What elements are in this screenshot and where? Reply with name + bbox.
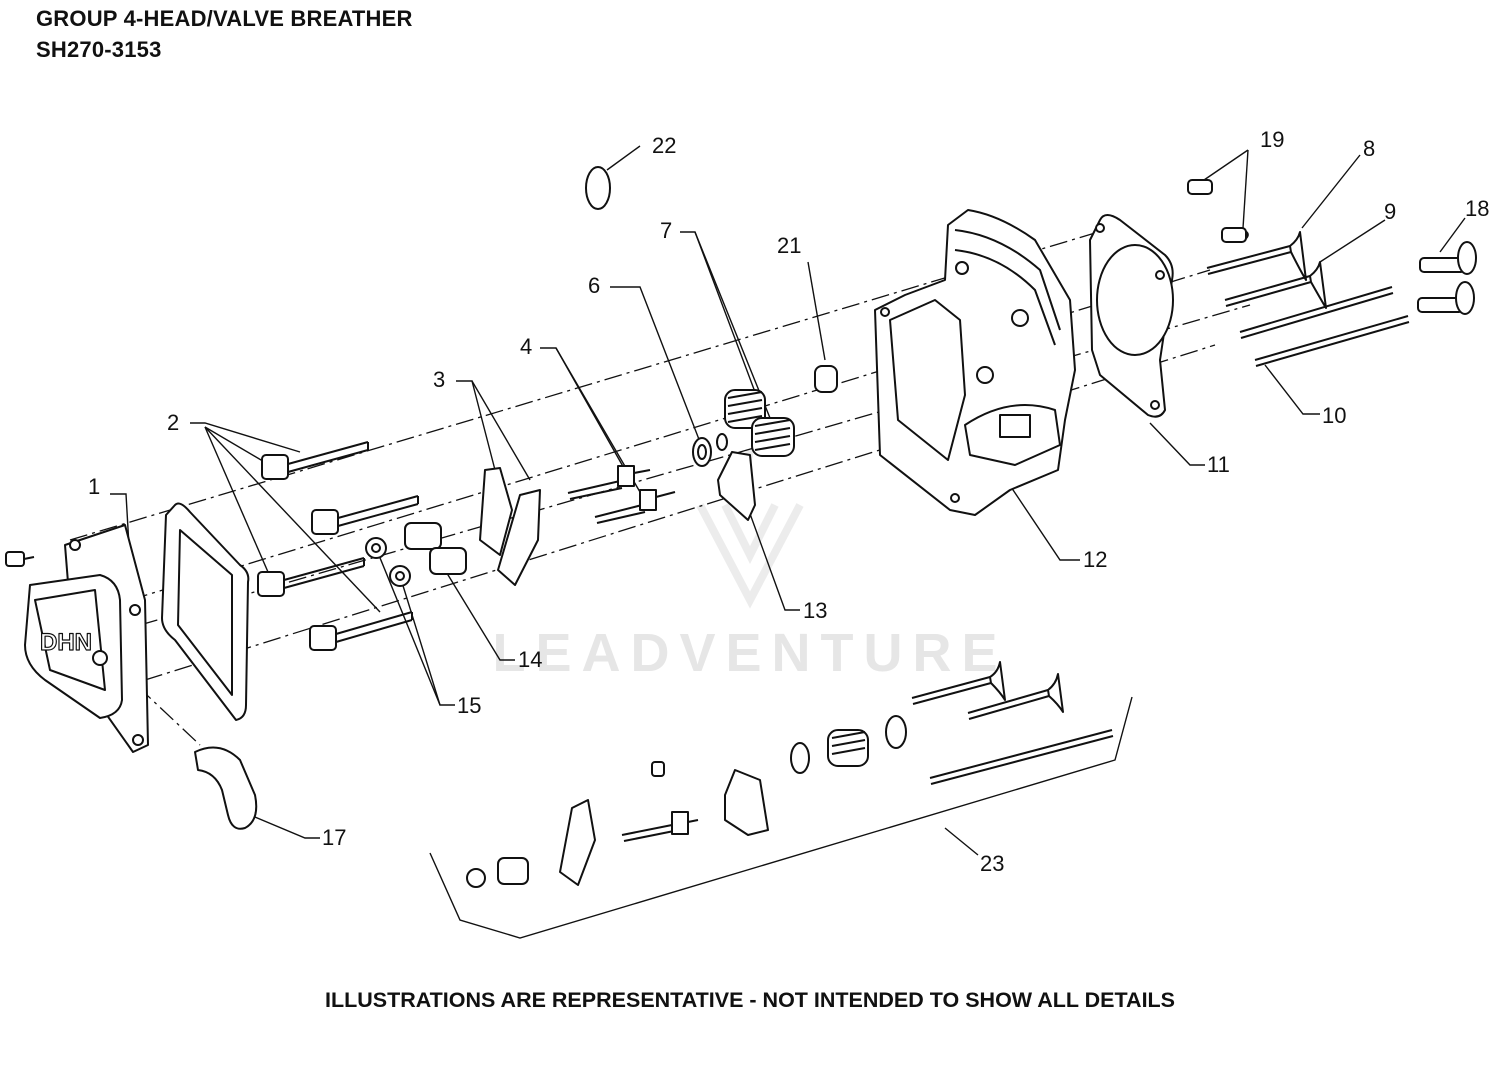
head-bolts — [257, 441, 419, 651]
push-rods — [1239, 286, 1410, 367]
nuts-and-adjusters — [365, 522, 467, 587]
callout-10: 10 — [1322, 403, 1346, 428]
head-gasket — [1089, 214, 1174, 418]
diagram-title: GROUP 4-HEAD/VALVE BREATHER — [36, 6, 413, 31]
callout-4: 4 — [520, 334, 532, 359]
valve-cover: DHN — [24, 524, 149, 753]
guide-plate — [717, 451, 756, 521]
callout-14: 14 — [518, 647, 542, 672]
callout-23: 23 — [980, 851, 1004, 876]
valve-springs — [692, 365, 838, 467]
cover-gasket — [161, 502, 250, 721]
watermark: LEADVENTURE — [492, 623, 1008, 683]
callout-1: 1 — [88, 474, 100, 499]
callout-2: 2 — [167, 410, 179, 435]
callout-12: 12 — [1083, 547, 1107, 572]
svg-text:DHN: DHN — [40, 629, 92, 656]
callout-22: 22 — [652, 133, 676, 158]
cover-bolt — [5, 551, 35, 567]
callout-11: 11 — [1207, 452, 1230, 477]
callout-3: 3 — [433, 367, 445, 392]
callout-18: 18 — [1465, 196, 1489, 221]
tappets — [1187, 179, 1477, 315]
callout-7: 7 — [660, 218, 672, 243]
callout-6: 6 — [588, 273, 600, 298]
valves — [1206, 229, 1327, 309]
rocker-arms — [479, 467, 541, 586]
callout-9: 9 — [1384, 199, 1396, 224]
callout-17: 17 — [322, 825, 346, 850]
callout-8: 8 — [1363, 136, 1375, 161]
callout-19: 19 — [1260, 127, 1284, 152]
part-number: SH270-3153 — [36, 37, 162, 62]
callout-labels: 1 2 3 4 6 7 8 9 10 11 12 13 14 15 17 18 … — [88, 127, 1489, 876]
rocker-studs — [567, 465, 676, 524]
service-kit-parts — [466, 661, 1114, 888]
cylinder-head — [874, 209, 1076, 516]
callout-13: 13 — [803, 598, 827, 623]
leader-lines — [110, 145, 1466, 939]
disclaimer-footer: ILLUSTRATIONS ARE REPRESENTATIVE - NOT I… — [324, 988, 1176, 1012]
callout-21: 21 — [777, 233, 801, 258]
part-drawings: DHN — [5, 166, 1477, 888]
o-ring — [585, 166, 611, 210]
callout-15: 15 — [457, 693, 481, 718]
breather-hose — [194, 746, 258, 830]
